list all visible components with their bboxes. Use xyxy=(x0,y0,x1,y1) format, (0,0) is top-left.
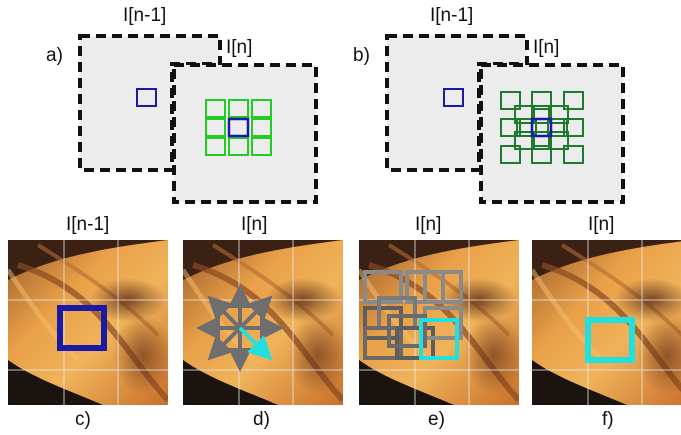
diagram-b-curr-frame-label: I[n] xyxy=(533,37,560,58)
photo-c-image xyxy=(8,240,168,405)
photo-f xyxy=(532,240,681,405)
selected-direction-arrow xyxy=(238,326,273,361)
photo-f-caption: f) xyxy=(602,409,614,430)
direction-arrows xyxy=(196,284,284,372)
diagram-a-curr-frame xyxy=(172,63,318,204)
photo-e-image xyxy=(359,240,519,405)
photo-e-title: I[n] xyxy=(415,214,442,235)
diagram-a-prev-frame-label: I[n-1] xyxy=(123,5,167,26)
matched-block xyxy=(585,317,635,363)
photo-d xyxy=(183,240,343,405)
diagram-a-reference-block xyxy=(136,88,157,107)
photo-c xyxy=(8,240,168,405)
diagram-a-curr-frame-label: I[n] xyxy=(226,37,253,58)
photo-d-title: I[n] xyxy=(241,214,268,235)
diagram-a-candidate-grid xyxy=(205,99,272,156)
photo-c-title: I[n-1] xyxy=(66,214,110,235)
photo-d-image xyxy=(183,240,343,405)
photo-f-image xyxy=(532,240,681,405)
diagram-a-prev-frame xyxy=(78,34,222,172)
diagram-b-center-block xyxy=(530,117,553,138)
diagram-b-prev-frame xyxy=(385,34,529,172)
diagram-b-reference-block xyxy=(443,88,464,107)
photo-d-caption: d) xyxy=(253,409,270,430)
photo-f-title: I[n] xyxy=(588,214,615,235)
diagram-a-panel-label: a) xyxy=(46,45,63,66)
diagram-b-candidate-grid xyxy=(500,91,584,164)
photo-c-caption: c) xyxy=(75,409,91,430)
top-diagrams-svg xyxy=(78,34,625,204)
matched-candidate-block xyxy=(419,318,459,360)
diagram-b-prev-frame-label: I[n-1] xyxy=(430,5,474,26)
diagram-b-curr-frame xyxy=(479,63,625,204)
diagram-a-center-block xyxy=(227,117,250,138)
reference-block xyxy=(57,305,107,351)
candidate-blocks xyxy=(363,270,463,360)
diagram-b-panel-label: b) xyxy=(353,45,370,66)
photo-e-caption: e) xyxy=(428,409,445,430)
photo-e xyxy=(359,240,519,405)
